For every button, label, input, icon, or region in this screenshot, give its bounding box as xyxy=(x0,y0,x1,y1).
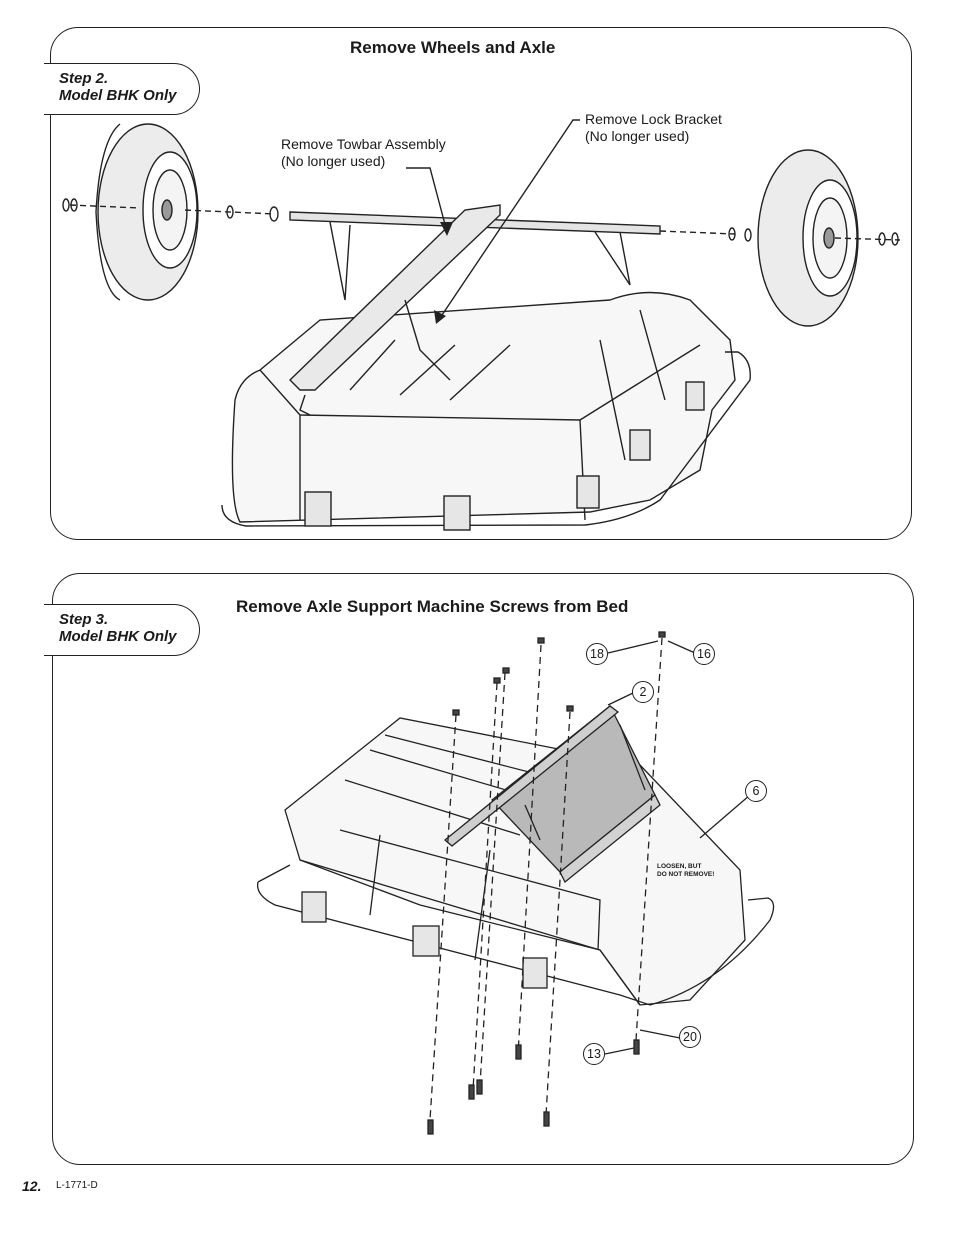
loosen-note: LOOSEN, BUT DO NOT REMOVE! xyxy=(657,863,714,879)
right-wheel-drawing xyxy=(757,149,859,327)
step-2-tab: Step 2. Model BHK Only xyxy=(44,63,200,115)
note-line1: LOOSEN, BUT xyxy=(657,863,702,870)
step-3-tab: Step 3. Model BHK Only xyxy=(44,604,200,656)
document-code: L-1771-D xyxy=(56,1180,98,1191)
part-number-16: 16 xyxy=(693,643,715,665)
lock-callout-line1: Remove Lock Bracket xyxy=(585,111,722,127)
towbar-callout-line1: Remove Towbar Assembly xyxy=(281,136,446,152)
lock-bracket-callout: Remove Lock Bracket (No longer used) xyxy=(585,111,722,145)
step-model: Model BHK Only xyxy=(59,628,177,645)
part-number-13: 13 xyxy=(583,1043,605,1065)
step-number: Step 2. xyxy=(59,70,109,87)
part-number-20: 20 xyxy=(679,1026,701,1048)
part-number-18: 18 xyxy=(586,643,608,665)
part-number-2: 2 xyxy=(632,681,654,703)
step-model: Model BHK Only xyxy=(59,87,177,104)
note-line2: DO NOT REMOVE! xyxy=(657,871,715,878)
step-number: Step 3. xyxy=(59,611,109,628)
part-number-6: 6 xyxy=(745,780,767,802)
page-number: 12. xyxy=(22,1178,42,1194)
panel-title: Remove Axle Support Machine Screws from … xyxy=(236,597,629,616)
lock-callout-line2: (No longer used) xyxy=(585,128,690,144)
panel-title: Remove Wheels and Axle xyxy=(350,38,556,57)
towbar-callout-line2: (No longer used) xyxy=(281,153,386,169)
towbar-callout: Remove Towbar Assembly (No longer used) xyxy=(281,136,446,170)
